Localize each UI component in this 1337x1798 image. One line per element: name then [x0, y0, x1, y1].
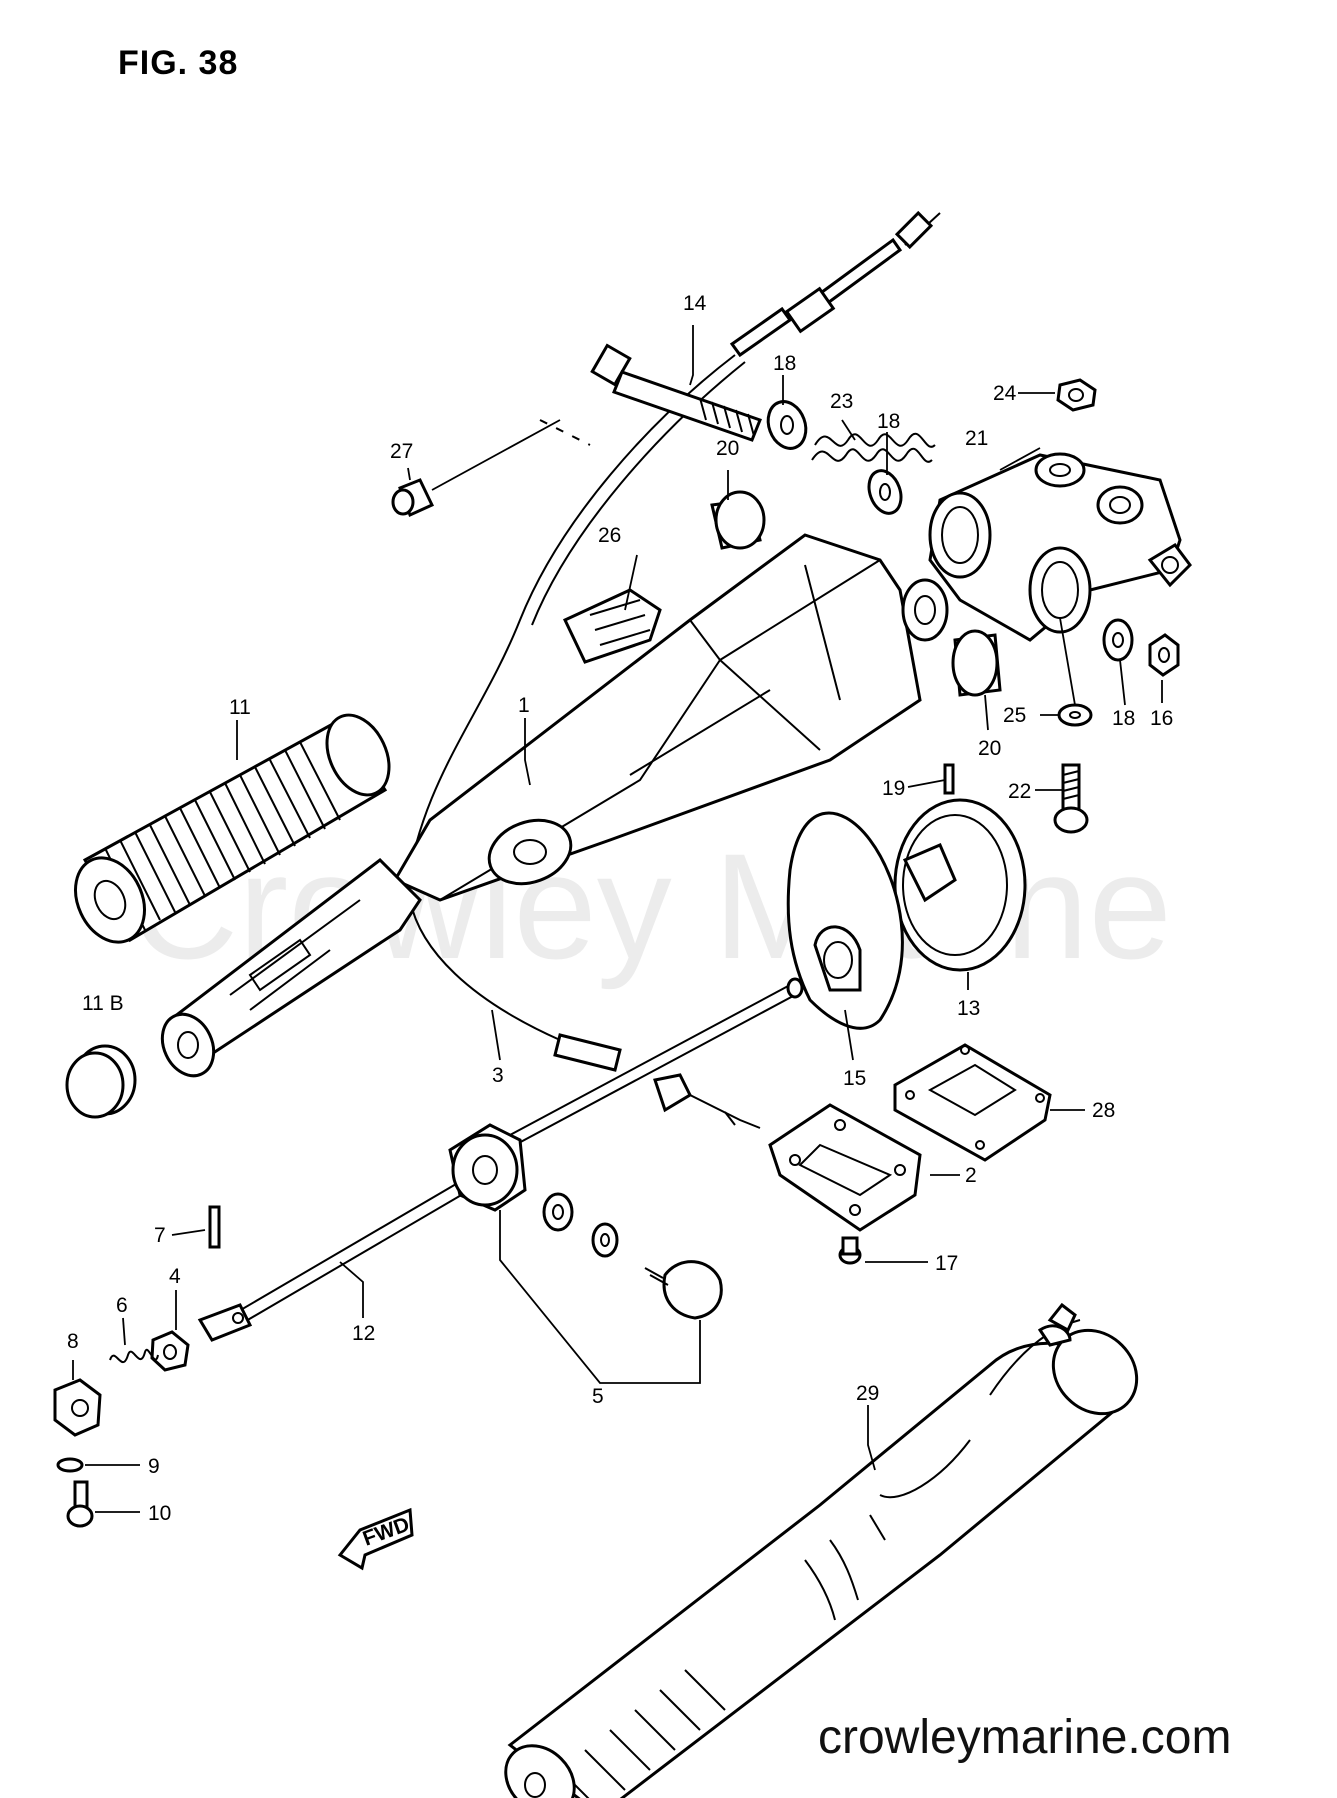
part-22-bolt [1053, 763, 1089, 834]
part-1-tiller-arm [392, 533, 949, 902]
part-23-spring [811, 432, 936, 463]
part-5-friction-assembly [448, 1123, 723, 1384]
callout-25: 25 [1003, 704, 1026, 727]
figure-title: FIG. 38 [118, 44, 239, 82]
part-10-screw [66, 1480, 94, 1528]
callout-11b: 11 B [82, 992, 124, 1015]
callout-8: 8 [67, 1330, 79, 1353]
callout-18-right: 18 [1112, 707, 1135, 730]
part-16-screw [838, 1236, 862, 1265]
leader-lines [72, 325, 1163, 1513]
callout-18-mid: 18 [877, 410, 900, 433]
callout-15: 14 [683, 292, 707, 315]
part-25-washer [1057, 703, 1093, 727]
callout-9: 9 [148, 1455, 160, 1478]
callout-10: 10 [148, 1502, 171, 1525]
callout-28: 28 [1092, 1099, 1115, 1122]
part-20-bushing [710, 490, 766, 550]
part-14-cover [786, 811, 904, 1030]
callout-14: 15 [843, 1067, 866, 1090]
callout-16: 17 [935, 1252, 958, 1275]
callout-5: 5 [592, 1385, 604, 1408]
tiller-shaft [160, 858, 422, 1078]
part-11-grip [74, 713, 391, 944]
part-11b-cap [65, 1044, 137, 1119]
part-13-cover [893, 798, 1027, 972]
callout-13: 13 [957, 997, 980, 1020]
part-18-washer-2 [867, 469, 903, 515]
callout-29: 29 [856, 1382, 879, 1405]
part-26-decal [562, 588, 662, 664]
part-8-knob [53, 1378, 102, 1437]
callout-4: 4 [169, 1265, 181, 1288]
fwd-arrow: FWD [337, 1507, 414, 1571]
part-4-nut [150, 1330, 190, 1372]
part-6-spring [109, 1348, 159, 1363]
part-9-washer [56, 1457, 84, 1473]
part-28-plate [893, 1043, 1052, 1162]
callout-3: 3 [492, 1064, 504, 1087]
callout-6: 6 [116, 1294, 128, 1317]
callout-21: 21 [965, 427, 988, 450]
callout-20-bottom: 20 [978, 737, 1001, 760]
callout-18-top: 18 [773, 352, 796, 375]
part-18-washer-3 [1102, 618, 1134, 662]
part-29-tiller-extension [504, 1302, 1139, 1798]
callout-11: 11 [229, 696, 251, 719]
callout-1: 1 [518, 694, 530, 717]
part-20-bushing-2 [951, 629, 1002, 697]
callout-12: 12 [352, 1322, 375, 1345]
callout-24: 24 [993, 382, 1017, 405]
callout-20-top: 20 [716, 437, 739, 460]
part-2-plate [768, 1103, 922, 1232]
part-15-bolt [590, 343, 762, 442]
callout-22: 22 [1008, 780, 1031, 803]
callout-23: 23 [830, 390, 853, 413]
control-cable [404, 210, 941, 1072]
site-url: crowleymarine.com [818, 1711, 1232, 1764]
part-27-grease-nipple [391, 419, 591, 518]
stop-switch [653, 1073, 761, 1129]
callout-labels: 14 18 23 18 20 21 24 27 26 18 16 20 25 2… [67, 292, 1173, 1525]
callout-19: 19 [882, 777, 905, 800]
part-12-throttle-rod [197, 977, 804, 1342]
part-18-washer [766, 400, 808, 450]
callout-2: 2 [965, 1164, 977, 1187]
callout-7: 7 [154, 1224, 166, 1247]
part-19-pin [943, 763, 955, 795]
part-17-nut [1148, 633, 1180, 677]
part-21-bracket [928, 452, 1192, 642]
callout-27: 27 [390, 440, 413, 463]
callout-17: 16 [1150, 707, 1173, 730]
part-24-nut [1056, 378, 1097, 412]
part-7-pin [208, 1205, 221, 1249]
callout-26: 26 [598, 524, 621, 547]
